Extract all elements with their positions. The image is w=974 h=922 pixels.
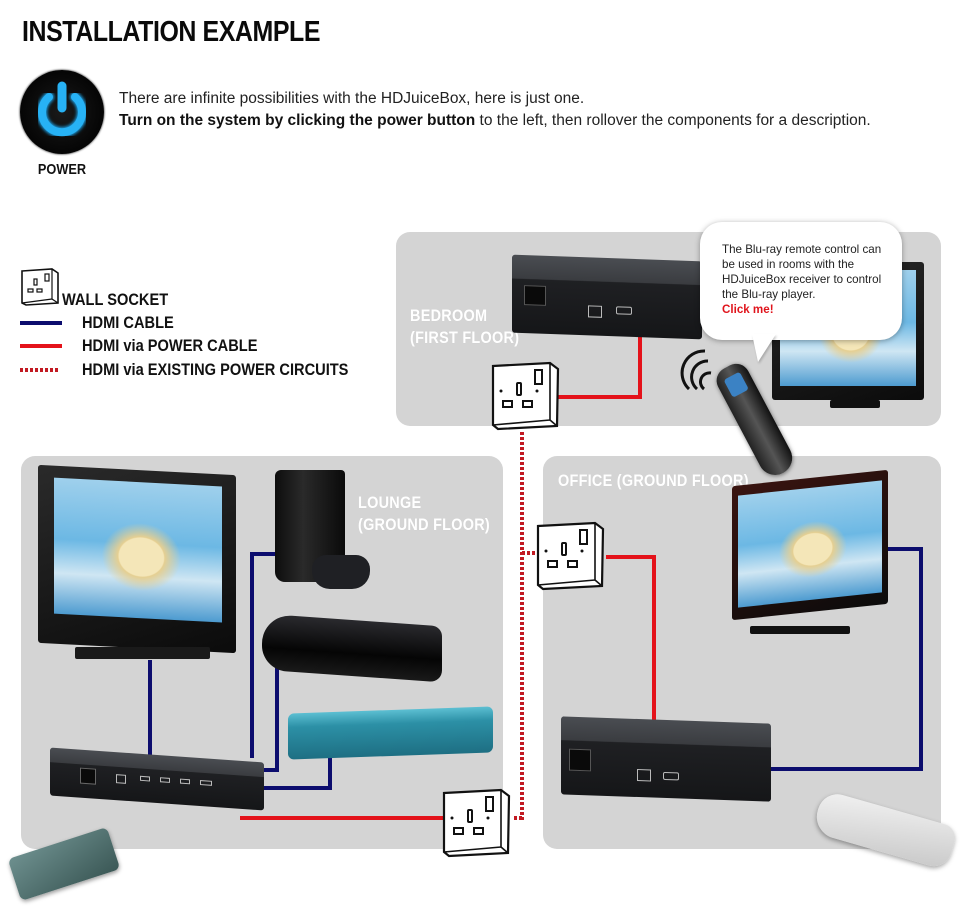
legend-swatch-dotted xyxy=(20,368,60,372)
wall-socket-lounge[interactable] xyxy=(441,783,513,859)
remote-screen xyxy=(723,371,749,398)
tv-office[interactable] xyxy=(732,469,888,621)
legend-label: HDMI via EXISTING POWER CIRCUITS xyxy=(82,360,349,379)
power-circuit-line xyxy=(520,432,524,820)
power-icon xyxy=(37,81,87,138)
room-label-office: OFFICE (GROUND FLOOR) xyxy=(558,471,749,490)
power-circuit-line xyxy=(522,551,538,555)
hdjuicebox-receiver-bedroom[interactable] xyxy=(512,254,702,340)
legend-label: HDMI CABLE xyxy=(82,313,174,332)
legend-item-power-cable: HDMI via POWER CABLE xyxy=(20,336,380,358)
legend-item-wall-socket: WALL SOCKET xyxy=(0,290,380,312)
legend-swatch-red xyxy=(20,344,62,348)
hdmi-cable xyxy=(885,547,923,551)
wall-socket-bedroom[interactable] xyxy=(490,356,562,432)
lan-port-icon xyxy=(588,305,602,318)
instruction-bold: Turn on the system by clicking the power… xyxy=(119,112,476,129)
power-button[interactable] xyxy=(20,70,104,154)
tv-stand xyxy=(750,626,850,634)
wall-socket-icon xyxy=(21,268,59,306)
tooltip-tail xyxy=(752,334,776,362)
power-cable xyxy=(652,555,656,723)
tv-lounge[interactable] xyxy=(38,464,236,654)
tooltip-text: The Blu-ray remote control can be used i… xyxy=(722,243,882,301)
power-cable xyxy=(558,395,642,399)
power-inlet-icon xyxy=(569,748,591,772)
page-title: INSTALLATION EXAMPLE xyxy=(22,16,321,48)
intro-text: There are infinite possibilities with th… xyxy=(119,90,585,107)
hdmi-cable xyxy=(148,660,152,758)
hdmi-cable xyxy=(275,648,279,772)
hdmi-cable xyxy=(250,552,254,758)
tv-screen xyxy=(738,480,882,608)
legend-label: WALL SOCKET xyxy=(62,290,169,309)
power-circuit-line xyxy=(514,816,524,820)
hdmi-input-3 xyxy=(180,778,190,785)
power-inlet-icon xyxy=(80,767,96,785)
tooltip-bubble: The Blu-ray remote control can be used i… xyxy=(700,222,902,340)
power-cable xyxy=(638,335,642,399)
hdmi-cable xyxy=(250,552,276,556)
ps3-controller xyxy=(312,555,370,589)
hdmi-cable xyxy=(262,768,279,772)
power-cable xyxy=(606,555,656,559)
power-label: POWER xyxy=(37,161,87,178)
hdmi-cable xyxy=(262,786,332,790)
hdmi-cable xyxy=(328,738,332,790)
power-cable xyxy=(240,816,446,820)
hdmi-cable xyxy=(919,547,923,771)
instruction-text: Turn on the system by clicking the power… xyxy=(119,112,871,130)
click-me-link[interactable]: Click me! xyxy=(722,303,774,316)
legend-item-power-circuits: HDMI via EXISTING POWER CIRCUITS xyxy=(20,360,380,382)
hdmi-port-icon xyxy=(663,771,679,781)
room-label-lounge: LOUNGE (GROUND FLOOR) xyxy=(358,493,491,534)
legend-item-hdmi-cable: HDMI CABLE xyxy=(20,313,380,335)
bluray-player[interactable] xyxy=(288,706,493,760)
instruction-rest: to the left, then rollover the component… xyxy=(475,112,871,129)
wireless-signal-icon xyxy=(680,349,712,391)
hdmi-output xyxy=(200,780,212,786)
tv-screen xyxy=(54,477,222,623)
legend-label: HDMI via POWER CABLE xyxy=(82,336,258,355)
wall-socket-office[interactable] xyxy=(535,516,607,592)
lan-port-icon xyxy=(116,774,126,784)
lan-port-icon xyxy=(637,768,651,782)
tv-stand xyxy=(75,647,210,659)
hdmi-input-1 xyxy=(140,775,150,782)
hdjuicebox-receiver-office[interactable] xyxy=(561,716,771,802)
power-inlet-icon xyxy=(524,285,546,306)
legend-swatch-blue xyxy=(20,321,62,325)
hdmi-port-icon xyxy=(616,306,632,315)
hdmi-input-2 xyxy=(160,777,170,783)
tv-stand xyxy=(830,400,880,408)
hdmi-cable xyxy=(770,767,923,771)
room-label-bedroom: BEDROOM (FIRST FLOOR) xyxy=(410,306,520,347)
